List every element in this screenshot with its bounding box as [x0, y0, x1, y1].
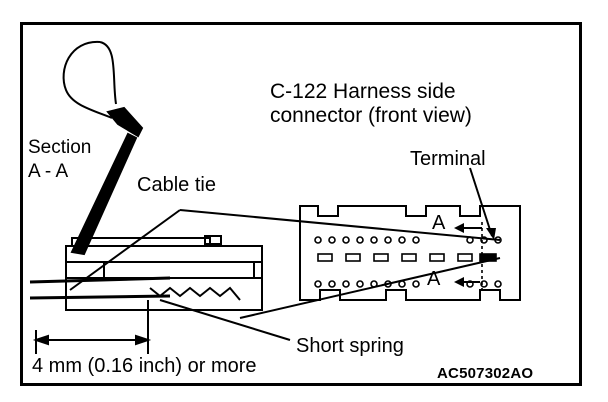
connector-title-line1: C-122 Harness side — [270, 80, 456, 103]
cable-top — [29, 276, 171, 284]
cable-tie-label: Cable tie — [137, 174, 216, 196]
measurement-label: 4 mm (0.16 inch) or more — [32, 355, 257, 377]
section-terminal-slot — [103, 261, 255, 279]
section-tab — [204, 235, 222, 245]
section-label-line2: A - A — [28, 161, 69, 182]
leader-line-top-right — [179, 209, 501, 241]
cable-tie-loop-inner — [99, 41, 117, 105]
figure-code: AC507302AO — [437, 365, 534, 382]
figure-border — [20, 22, 582, 386]
terminal-row-top — [314, 236, 502, 244]
short-spring-label: Short spring — [296, 335, 404, 357]
short-spring-coil — [149, 286, 241, 301]
dimension-arrow-right — [135, 334, 152, 346]
leader-line-bottom-right — [239, 257, 501, 319]
section-body-top — [71, 237, 211, 246]
section-marker-bottom: A — [427, 268, 441, 290]
dimension-arrow-left — [32, 334, 49, 346]
leader-short-spring — [159, 299, 291, 341]
leader-line-top — [69, 209, 181, 291]
terminal-pointer-head — [486, 228, 496, 240]
section-marker-top: A — [432, 212, 446, 234]
section-arrow-bottom-head — [454, 277, 464, 287]
cable-tie-loop — [62, 40, 113, 119]
terminal-row-bottom — [314, 280, 502, 288]
terminal-row-middle — [317, 253, 497, 262]
connector-title-line2: connector (front view) — [270, 104, 472, 127]
terminal-label: Terminal — [410, 148, 486, 170]
section-arrow-top-head — [454, 223, 464, 233]
connector-outline — [299, 205, 521, 301]
section-label-line1: Section — [28, 137, 92, 158]
cable-tie-tail — [70, 132, 138, 256]
cable-tie-head — [106, 106, 144, 138]
cable-bottom — [29, 294, 171, 300]
terminal-pointer — [469, 167, 493, 237]
